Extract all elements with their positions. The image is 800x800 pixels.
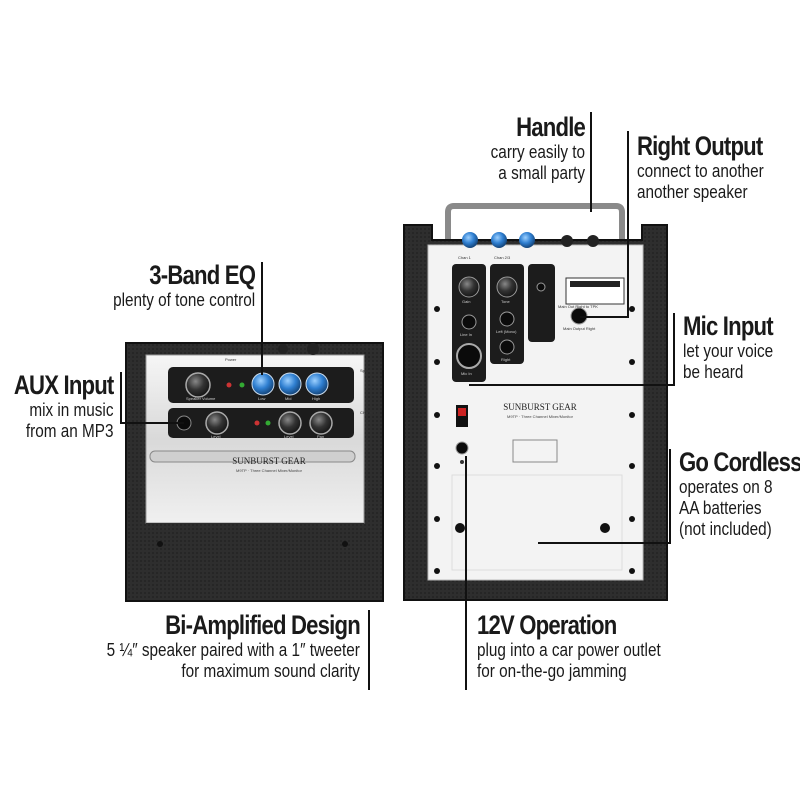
back-label-left-mono: Left (Mono) <box>496 329 517 334</box>
back-unit <box>403 203 668 601</box>
callout-go-cordless: Go Cordless operates on 8 AA batteries (… <box>679 447 800 540</box>
back-label-main-output-right: Main Output Right <box>563 326 596 331</box>
callout-3-band-eq: 3-Band EQ plenty of tone control <box>88 260 256 311</box>
callout-handle: Handle carry easily to a small party <box>474 112 586 184</box>
callout-bi-amplified-design: Bi-Amplified Design 5 ¼″ speaker paired … <box>62 610 361 682</box>
back-label-right: Right <box>501 357 511 362</box>
knob-label-low: Low <box>258 396 266 401</box>
callout-line: another speaker <box>637 182 748 202</box>
callout-line: (not included) <box>679 519 772 539</box>
callout-title: Handle <box>516 112 586 142</box>
knob-label-speaker-volume: Speaker Volume <box>186 396 216 401</box>
channel-label: Channel 3 <box>360 410 379 415</box>
knob-label-high: High <box>312 396 321 401</box>
back-brand: SUNBURST GEAR <box>503 402 577 412</box>
knob-label-mid: Mid <box>285 396 292 401</box>
callout-title: AUX Input <box>13 370 113 400</box>
back-label-line-in: Line In <box>460 332 473 337</box>
callout-line: 5 ¼″ speaker paired with a 1″ tweeter <box>106 640 360 660</box>
callout-aux-input: AUX Input mix in music from an MP3 <box>0 370 113 442</box>
back-label-mic-in: Mic In <box>461 371 472 376</box>
callout-line: be heard <box>683 362 744 382</box>
power-label: Power <box>225 357 237 362</box>
callout-line: let your voice <box>683 341 774 361</box>
callout-title: 12V Operation <box>477 610 617 640</box>
callout-line: plenty of tone control <box>112 290 255 310</box>
callout-title: Bi-Amplified Design <box>165 610 361 640</box>
callout-title: Mic Input <box>683 311 774 341</box>
callout-title: Right Output <box>637 131 763 161</box>
callout-line: for on-the-go jamming <box>477 661 627 681</box>
callout-line: plug into a car power outlet <box>477 640 661 660</box>
back-label-gain: Gain <box>462 299 471 304</box>
front-brand: SUNBURST GEAR <box>232 456 306 466</box>
speaker-label: Speaker <box>360 368 375 373</box>
back-label-chan-2-3: Chan 2/3 <box>494 255 511 260</box>
callout-line: mix in music <box>28 400 114 420</box>
callout-mic-input: Mic Input let your voice be heard <box>683 311 792 383</box>
front-unit <box>125 342 384 602</box>
callout-line: operates on 8 <box>679 477 773 497</box>
back-model: M9TP · Three Channel Mixer/Monitor <box>507 414 573 419</box>
callout-right-output: Right Output connect to another another … <box>637 131 790 203</box>
knob-label-level-1: Level <box>211 434 221 439</box>
callout-line: a small party <box>498 163 585 183</box>
callout-12v-operation: 12V Operation plug into a car power outl… <box>477 610 693 682</box>
back-label-tone: Tone <box>501 299 510 304</box>
callout-line: connect to another <box>637 161 764 181</box>
front-model: M9TP · Three Channel Mixer/Monitor <box>236 468 302 473</box>
callout-line: AA batteries <box>679 498 762 518</box>
knob-label-pan: Pan <box>317 434 325 439</box>
callout-line: from an MP3 <box>25 421 113 441</box>
back-label-chan-1: Chan 1 <box>458 255 471 260</box>
callout-title: Go Cordless <box>679 447 800 477</box>
knob-label-level-2: Level <box>284 434 294 439</box>
callout-line: carry easily to <box>490 142 585 162</box>
callout-title: 3-Band EQ <box>149 260 256 290</box>
callout-line: for maximum sound clarity <box>181 661 360 681</box>
back-label-main-out: Main Out Right to TPK <box>558 304 598 309</box>
